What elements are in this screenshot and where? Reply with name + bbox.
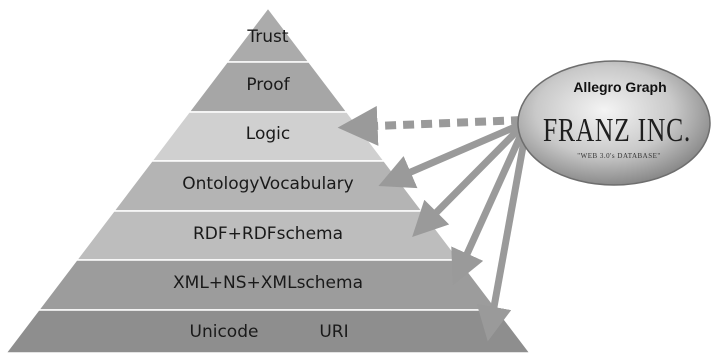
layer-label-xml-ns-xmlschema: XML+NS+XMLschema [173,273,363,293]
layer-label-unicode: Unicode [190,322,259,342]
logo-tagline: "WEB 3.0's DATABASE" [577,152,661,160]
arrows [337,105,530,342]
layer-label-logic: Logic [246,124,290,144]
layer-unicode-uri [5,309,531,353]
logo-allegro-graph-text: Allegro Graph [573,79,666,95]
dashed-arrow-to-logic [337,105,523,146]
layer-label-rdf-rdfschema: RDF+RDFschema [193,224,343,244]
arrow-to-rdf-rdfschema [412,123,525,237]
franz-inc-logo: Allegro Graph FRANZ INC. "WEB 3.0's DATA… [517,60,711,186]
pyramid: Trust Proof Logic OntologyVocabulary RDF… [5,6,531,353]
layer-label-ontology-vocabulary: OntologyVocabulary [182,174,353,194]
logo-franz-inc-text: FRANZ INC. [543,112,691,149]
arrow-to-unicode-uri [476,129,530,342]
layer-label-uri: URI [319,322,348,342]
logo-oval [517,60,711,186]
arrow-to-ontology-vocabulary [378,120,524,189]
layer-label-proof: Proof [246,75,290,95]
layer-label-trust: Trust [246,27,289,47]
arrow-to-xml-ns-xmlschema [451,126,528,286]
